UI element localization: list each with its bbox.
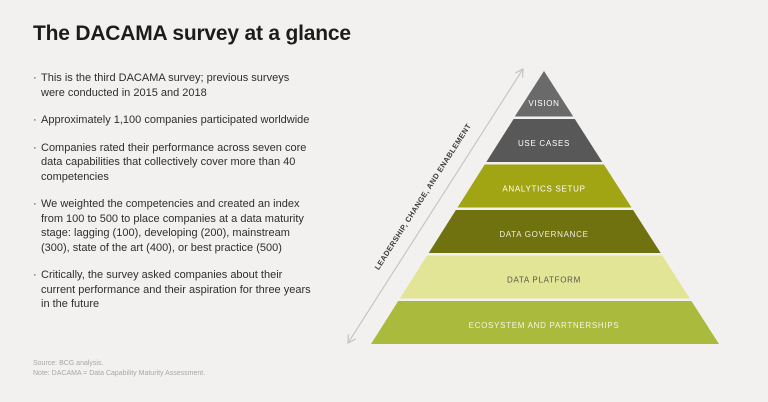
pyramid-level-label: DATA PLATFORM: [507, 276, 581, 285]
pyramid-level-label: USE CASES: [518, 139, 570, 148]
page-title: The DACAMA survey at a glance: [33, 22, 351, 45]
bullet-dot: ·: [33, 269, 37, 281]
pyramid-level-shape: [457, 164, 632, 208]
bullet-item: · We weighted the competencies and creat…: [33, 197, 313, 255]
bullet-text: We weighted the competencies and created…: [41, 198, 304, 254]
pyramid-level-vision: VISION: [514, 71, 574, 117]
bullet-item: · Critically, the survey asked companies…: [33, 268, 313, 312]
bullet-text: This is the third DACAMA survey; previou…: [41, 72, 290, 99]
footnote: Source: BCG analysis. Note: DACAMA = Dat…: [33, 359, 205, 378]
bullet-dot: ·: [33, 198, 37, 210]
pyramid-level-shape: [371, 301, 719, 344]
bullet-text: Companies rated their performance across…: [41, 141, 307, 183]
pyramid-level-shape: [399, 255, 690, 299]
bullet-dot: ·: [33, 72, 37, 84]
pyramid-level-analytics-setup: ANALYTICS SETUP: [457, 164, 632, 208]
bullet-text: Critically, the survey asked companies a…: [41, 269, 311, 310]
pyramid-level-shape: [428, 210, 661, 253]
pyramid-level-use-cases: USE CASES: [486, 119, 603, 162]
bullet-text: Approximately 1,100 companies participat…: [41, 114, 310, 126]
pyramid-level-data-platform: DATA PLATFORM: [399, 255, 690, 299]
bullet-item: · Companies rated their performance acro…: [33, 141, 313, 185]
pyramid-level-shape: [486, 119, 603, 162]
pyramid-diagram: LEADERSHIP, CHANGE, AND ENABLEMENT VISIO…: [347, 67, 719, 345]
definition-note: Note: DACAMA = Data Capability Maturity …: [33, 369, 206, 377]
bullet-item: · Approximately 1,100 companies particip…: [33, 113, 313, 128]
pyramid-level-label: ANALYTICS SETUP: [502, 185, 585, 194]
pyramid-level-ecosystem-and-partnerships: ECOSYSTEM AND PARTNERSHIPS: [371, 301, 719, 344]
bullet-dot: ·: [33, 114, 37, 126]
leadership-axis-arrow: [347, 67, 524, 345]
pyramid-level-data-governance: DATA GOVERNANCE: [428, 210, 661, 253]
bullet-dot: ·: [33, 141, 37, 154]
pyramid-level-label: ECOSYSTEM AND PARTNERSHIPS: [469, 321, 620, 330]
pyramid-level-label: DATA GOVERNANCE: [499, 230, 588, 239]
pyramid-level-label: VISION: [528, 99, 559, 108]
bullet-item: · This is the third DACAMA survey; previ…: [33, 71, 313, 100]
source-note: Source: BCG analysis.: [33, 360, 104, 367]
bullet-list: · This is the third DACAMA survey; previ…: [33, 71, 313, 325]
pyramid-level-shape: [514, 71, 574, 117]
